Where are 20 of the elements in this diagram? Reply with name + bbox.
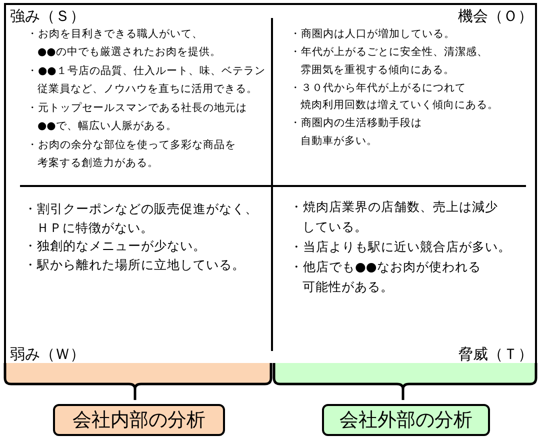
category-box: 会社外部の分析 [322,404,490,436]
bullet-item: ・商圏内は人口が増加している。 [290,27,456,42]
bullet-item: ・お肉の余分な部位を使って多彩な商品を考案する創造力がある。 [27,138,237,170]
bullet-item: ・商圏内の生活移動手段は自動車が多い。 [290,116,423,148]
bullet-item: ・３０代から年代が上がるにつれて焼肉利用回数は増えていく傾向にある。 [290,80,500,113]
quadrant-heading: 脅威（Ｔ） [458,345,533,363]
bullet-item: ・年代が上がるごとに安全性、清潔感、雰囲気を重視する傾向にある。 [290,45,489,78]
bullet-item: ・独創的なメニューが少ない。 [24,237,207,256]
bullet-item: ・当店よりも駅に近い競合店が多い。 [290,238,512,256]
bullet-item: ・お肉を目利きできる職人がいて、●●の中でも厳選されたお肉を提供。 [27,27,222,60]
category-box: 会社内部の分析 [53,404,225,436]
bullet-item: ・元トップセールスマンである社長の地元は●●で、幅広い人脈がある。 [27,101,248,134]
bullet-item: ・割引クーポンなどの販売促進がなく、ＨＰに特徴がない。 [24,200,259,237]
quadrant-heading: 強み（Ｓ） [10,7,85,25]
quadrant-heading: 機会（Ｏ） [458,7,533,25]
bullet-item: ・焼肉店業界の店舗数、売上は減少している。 [290,198,499,236]
bullet-item: ・駅から離れた場所に立地している。 [24,256,246,274]
bullet-item: ・●●１号店の品質、仕入ルート、味、ベテラン従業員など、ノウハウを直ちに活用できる。 [27,64,266,96]
quadrant-heading: 弱み（Ｗ） [10,345,85,363]
bullet-item: ・他店でも●●なお肉が使われる可能性がある。 [290,258,482,296]
